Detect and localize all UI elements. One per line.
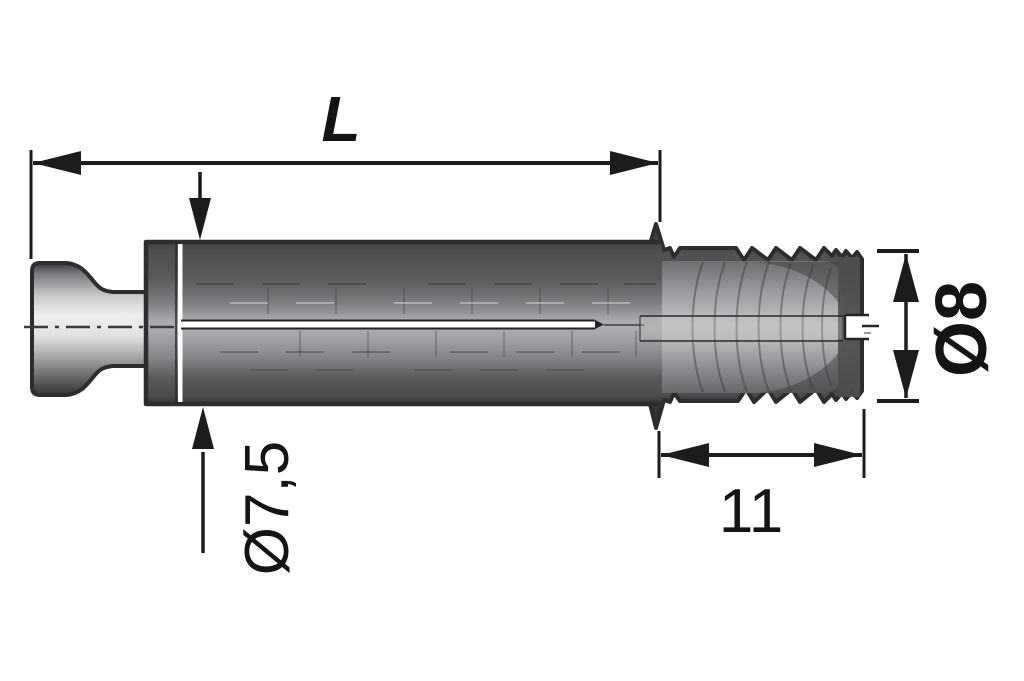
dim-d75-arrow-up-icon (192, 407, 214, 449)
dim-L-arrow-right-icon (610, 151, 658, 175)
dim-11-arrow-left-icon (661, 443, 709, 467)
inner-sleeve (644, 257, 860, 397)
expansion-slot-line (181, 319, 644, 330)
dim-d8-arrow-down-icon (893, 350, 919, 398)
tip-notch (843, 313, 879, 341)
anchor-body-outline (143, 239, 662, 407)
dim-d75-label: Ø7,5 (233, 441, 302, 575)
body-texture (196, 283, 656, 371)
dim-d8-arrow-up-icon (893, 254, 919, 302)
dimension-body-diameter (189, 172, 214, 553)
dim-11-arrow-right-icon (814, 443, 862, 467)
dimension-overall-length (29, 150, 662, 259)
collar-separation (175, 243, 183, 403)
inner-bore (639, 315, 843, 342)
dimension-thread-diameter (877, 249, 919, 403)
dim-d75-arrow-down-icon (189, 198, 211, 240)
dimension-thread-length (657, 409, 866, 478)
dim-11-label: 11 (719, 477, 783, 546)
anchor-head (30, 261, 150, 397)
dim-L-arrow-left-icon (33, 151, 81, 175)
dim-L-label: L (321, 83, 360, 155)
dim-d8-label: Ø8 (922, 281, 1002, 377)
